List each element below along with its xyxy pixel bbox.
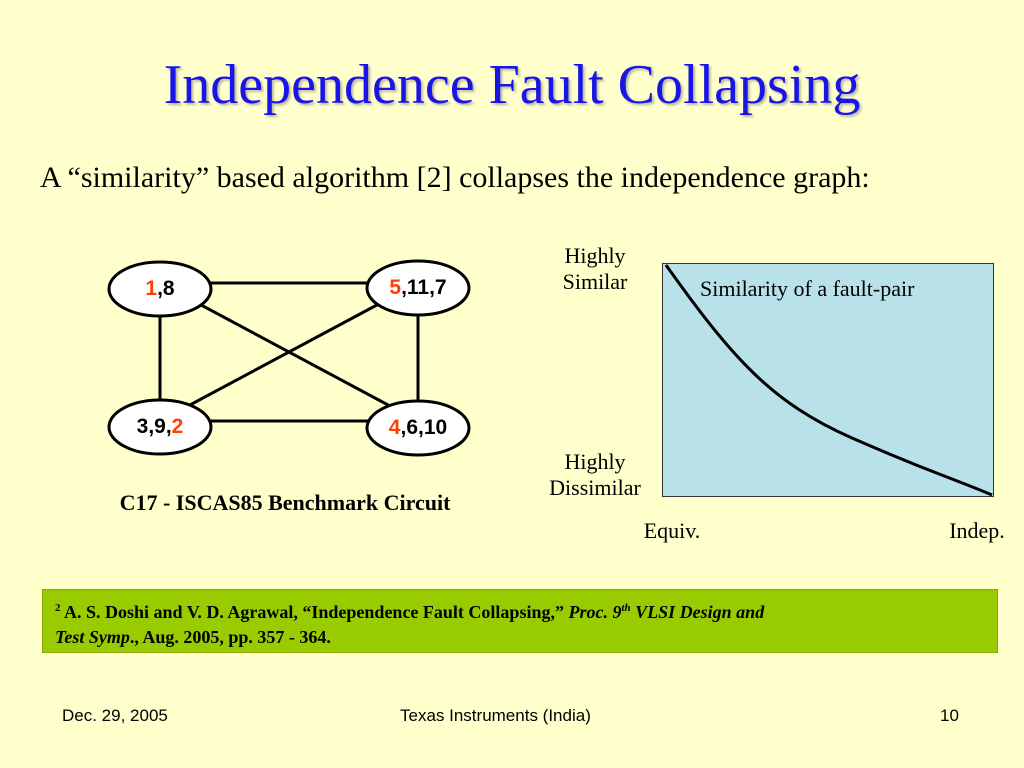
reference-box: 2 A. S. Doshi and V. D. Agrawal, “Indepe… — [42, 589, 998, 653]
reference-line-2: Test Symp., Aug. 2005, pp. 357 - 364. — [55, 627, 331, 647]
node-label-n2: 5,11,7 — [389, 276, 447, 299]
similarity-curve-label: Similarity of a fault-pair — [700, 276, 915, 301]
similarity-curve — [664, 264, 993, 497]
similarity-curve-svg — [664, 264, 993, 497]
similarity-plot-area — [662, 263, 994, 497]
y-top-label: Highly Similar — [562, 243, 628, 294]
node-label-n3: 3,9,2 — [136, 415, 184, 438]
node-n3 — [107, 398, 213, 456]
graph-caption: C17 - ISCAS85 Benchmark Circuit — [119, 490, 451, 515]
x-left-label: Equiv. — [643, 518, 701, 543]
edge-n2-n3 — [159, 281, 419, 423]
node-n2 — [365, 259, 471, 317]
node-label-n4: 4,6,10 — [388, 416, 448, 439]
graph-nodes — [107, 259, 471, 457]
node-label-n1: 1,8 — [145, 277, 175, 300]
x-right-label: Indep. — [949, 518, 1005, 543]
slide-title: Independence Fault Collapsing — [163, 54, 861, 116]
footer-page-number: 10 — [940, 706, 959, 725]
slide-subtitle: A “similarity” based algorithm [2] colla… — [40, 161, 870, 194]
node-n1 — [107, 260, 213, 318]
y-bottom-label: Highly Dissimilar — [549, 449, 641, 500]
node-n4 — [365, 399, 471, 457]
footer-date: Dec. 29, 2005 — [62, 706, 168, 725]
reference-line-1: 2 A. S. Doshi and V. D. Agrawal, “Indepe… — [55, 602, 765, 622]
footer-organization: Texas Instruments (India) — [400, 706, 591, 725]
